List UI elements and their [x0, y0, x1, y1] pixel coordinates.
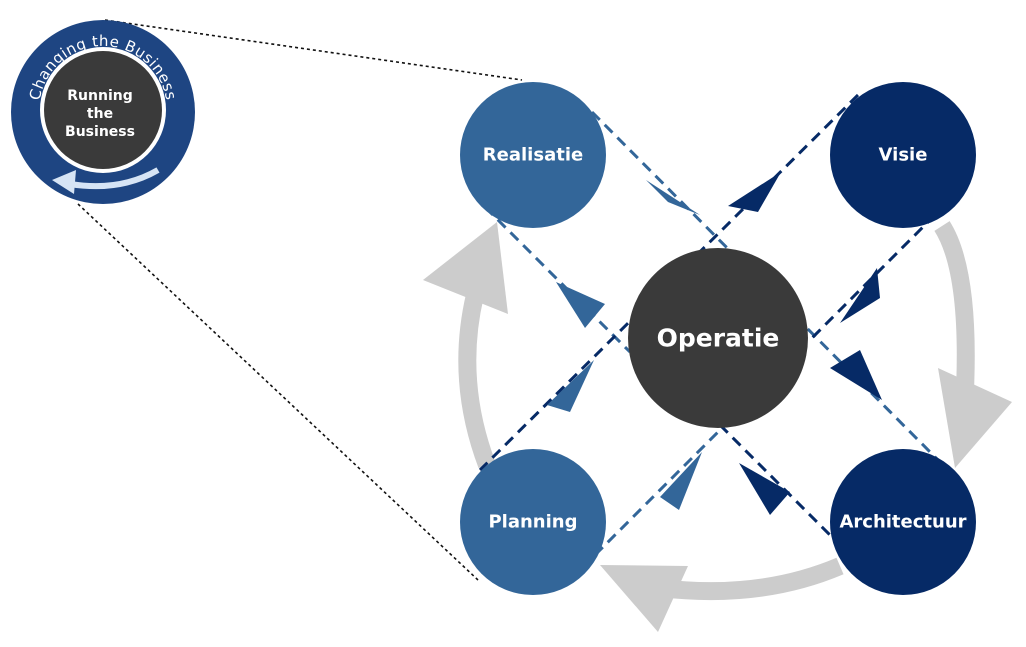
- node-planning-circle: [460, 449, 606, 595]
- arrowhead-operatie-to-architectuur: [830, 350, 882, 400]
- connector-realisatie-operatie-inner: [483, 205, 632, 354]
- connector-arrowheads: [547, 172, 882, 515]
- connector-visie-operatie-inner: [806, 213, 937, 344]
- node-visie-label: Visie: [879, 145, 928, 166]
- node-operatie-circle: [628, 248, 808, 428]
- arrowhead-operatie-to-visie: [728, 172, 781, 212]
- node-operatie-label: Operatie: [657, 324, 780, 353]
- zoom-lines: [77, 19, 523, 581]
- node-planning-label: Planning: [488, 512, 577, 533]
- node-architectuur-circle: [830, 449, 976, 595]
- connector-planning-operatie: [593, 413, 737, 557]
- zoom-line-top: [104, 19, 523, 81]
- node-realisatie-label: Realisatie: [483, 145, 583, 166]
- node-planning: Planning: [460, 449, 606, 595]
- badge-inner-line-1: Running: [67, 88, 132, 104]
- node-visie: Visie: [830, 82, 976, 228]
- badge-inner-line-2: the: [87, 106, 113, 122]
- cycle-arrow-visie-architectuur: [934, 221, 975, 391]
- zoom-line-bottom: [77, 203, 479, 581]
- node-realisatie: Realisatie: [460, 82, 606, 228]
- arrowhead-visie-to-operatie: [840, 268, 880, 323]
- badge-cycle-arrow: [69, 167, 160, 190]
- arrowhead-realisatie-to-operatie-inner: [556, 282, 605, 328]
- cycle-arrows: [423, 221, 1012, 632]
- arrowhead-architectuur-to-operatie: [739, 463, 790, 515]
- badge-inner-line-3: Business: [65, 124, 135, 140]
- cycle-arrowhead-bottom: [600, 565, 688, 632]
- node-architectuur-label: Architectuur: [839, 512, 966, 533]
- node-realisatie-circle: [460, 82, 606, 228]
- node-visie-circle: [830, 82, 976, 228]
- badge-inner-circle: [44, 51, 162, 169]
- cycle-arrowhead-left: [423, 222, 508, 314]
- cycle-arrow-planning-realisatie: [458, 292, 496, 469]
- arrowhead-realisatie-to-operatie: [646, 180, 700, 215]
- node-operatie: Operatie: [628, 248, 808, 428]
- arrowhead-operatie-to-planning: [660, 452, 702, 510]
- cycle-arrowhead-right: [938, 368, 1012, 468]
- cycle-arrow-architectuur-planning: [658, 557, 844, 601]
- changing-the-business-badge: Changing the Business Running the Busine…: [11, 20, 195, 204]
- badge-cycle-arrowhead: [52, 170, 76, 194]
- dashed-connectors: [478, 93, 947, 562]
- arrowhead-planning-to-operatie: [547, 360, 594, 412]
- connector-realisatie-operatie: [590, 110, 947, 469]
- node-architectuur: Architectuur: [830, 449, 976, 595]
